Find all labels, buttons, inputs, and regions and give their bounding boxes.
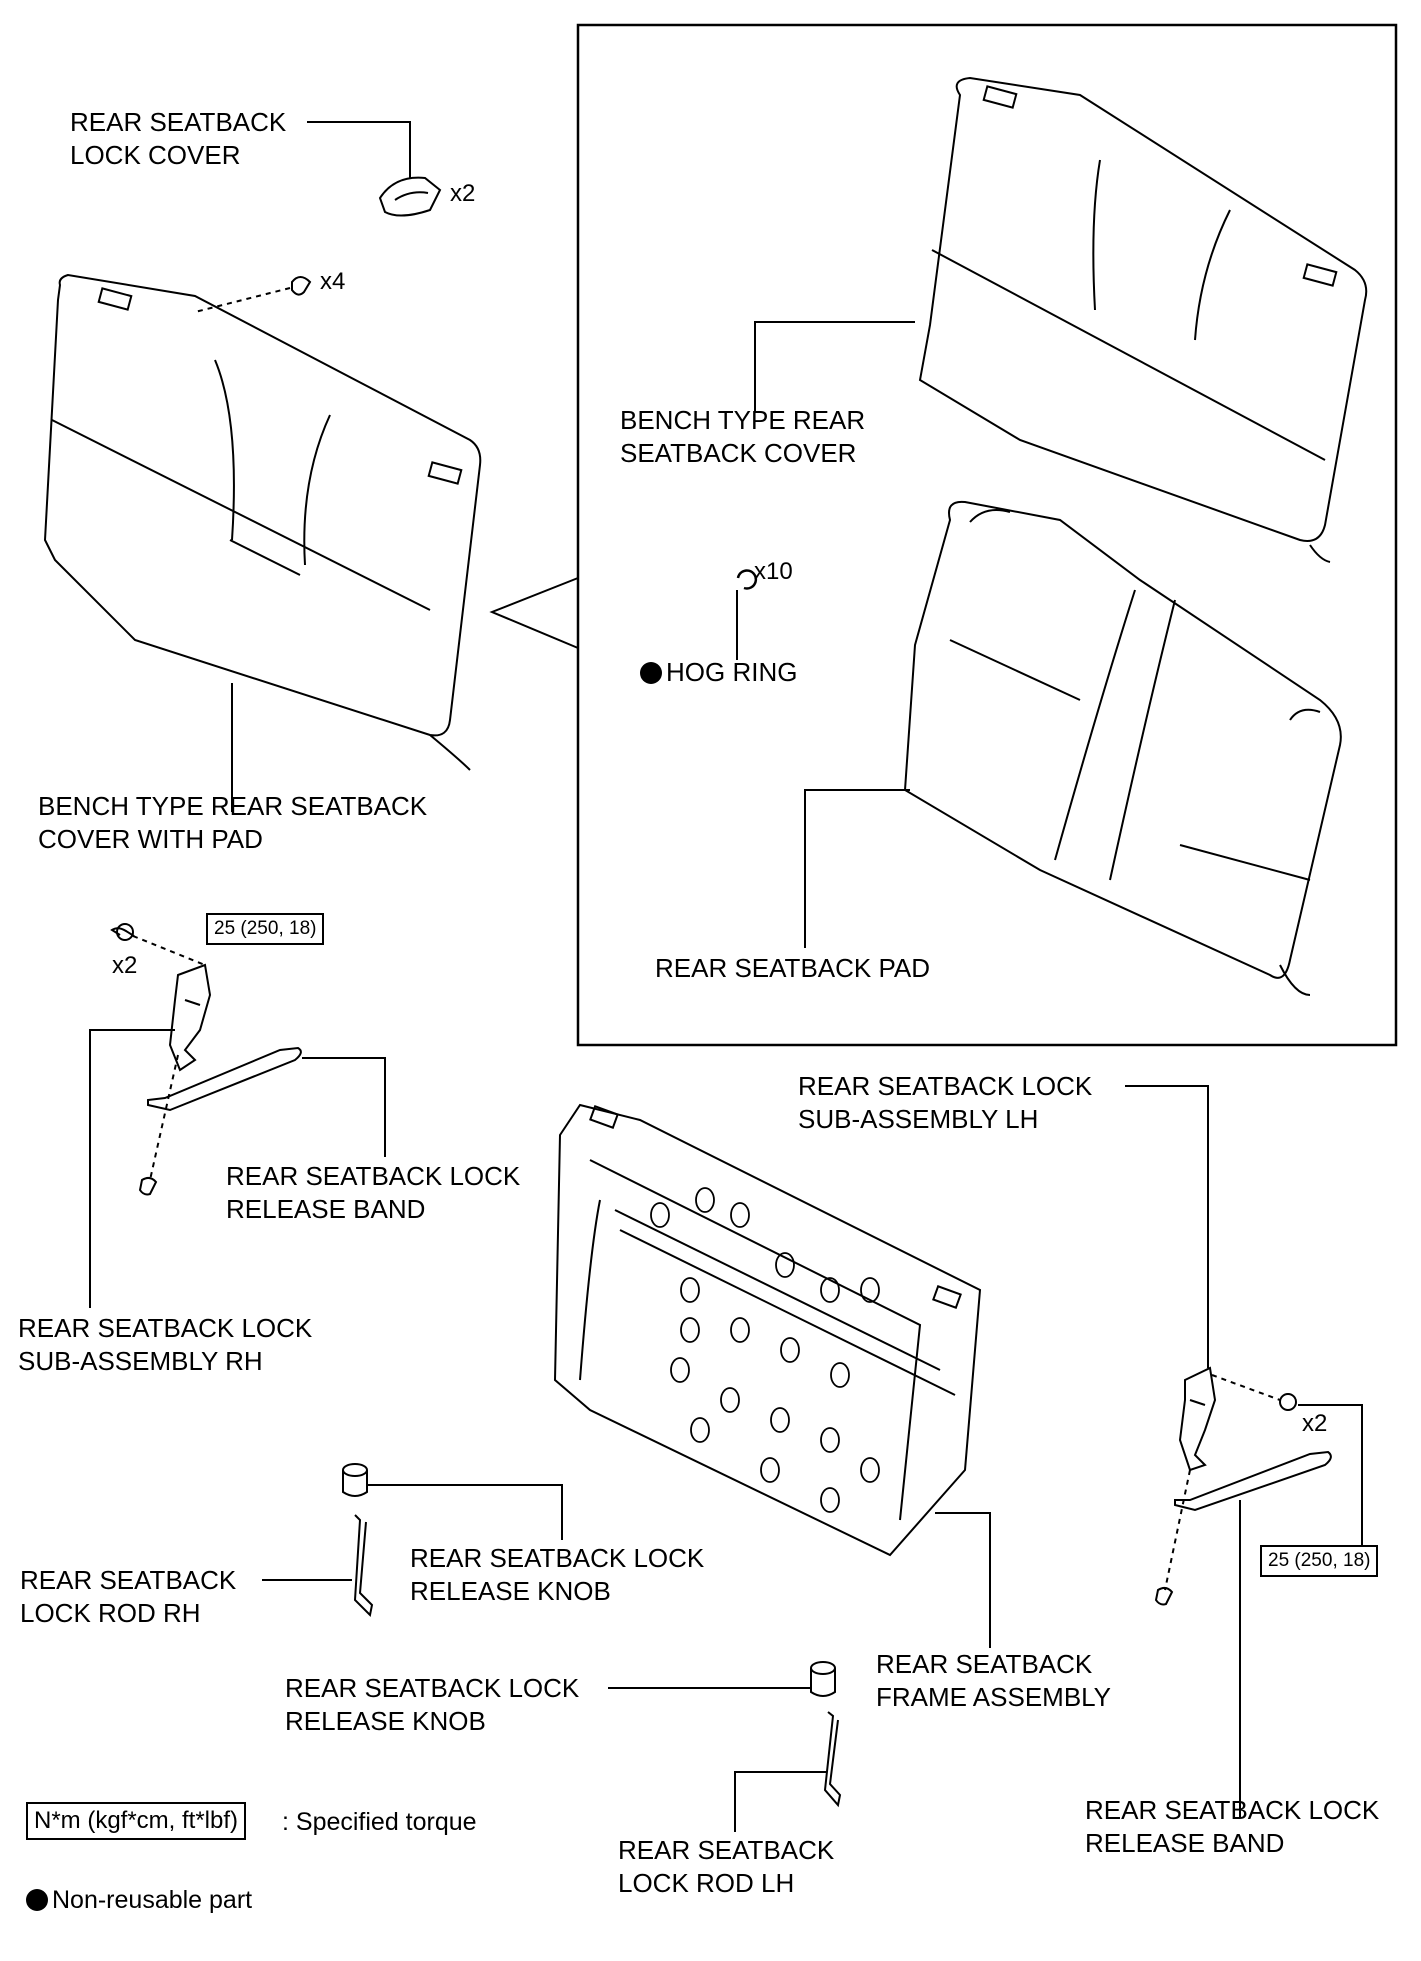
clip-drawing [291, 276, 312, 296]
frame-assembly-drawing [553, 1103, 982, 1557]
detail-inset-box [576, 23, 1398, 1047]
label-seatback-pad: REAR SEATBACK PAD [655, 953, 930, 983]
legend-torque-unit: N*m (kgf*cm, ft*lbf) [26, 1802, 247, 1840]
lock-cover-drawing [378, 176, 442, 217]
torque-box-rh: 25 (250, 18) [206, 913, 325, 945]
cover-with-pad-drawing [43, 273, 482, 771]
lock-sub-lh-drawing [1154, 1366, 1332, 1606]
hog-ring-drawing [736, 569, 758, 590]
seatback-pad-drawing [903, 500, 1342, 996]
knob-rh-drawing [342, 1463, 374, 1618]
legend-non-reusable: Non-reusable part [26, 1886, 252, 1914]
qty-clip: x4 [320, 268, 346, 295]
torque-box-lh: 25 (250, 18) [1260, 1545, 1379, 1577]
qty-lock-cover: x2 [450, 180, 476, 207]
detail-pointer-line [489, 577, 579, 649]
non-reusable-dot-icon [26, 1889, 48, 1911]
bench-cover-drawing [918, 76, 1368, 563]
qty-bolt-lh: x2 [1302, 1410, 1328, 1437]
qty-bolt-rh: x2 [112, 952, 138, 979]
lock-sub-rh-drawing [110, 923, 302, 1196]
non-reusable-dot-icon [640, 662, 662, 684]
label-hog-ring: HOG RING [640, 656, 797, 689]
qty-hog-ring: x10 [754, 558, 793, 585]
knob-lh-drawing [810, 1661, 842, 1808]
legend-torque-desc: : Specified torque [282, 1808, 477, 1836]
